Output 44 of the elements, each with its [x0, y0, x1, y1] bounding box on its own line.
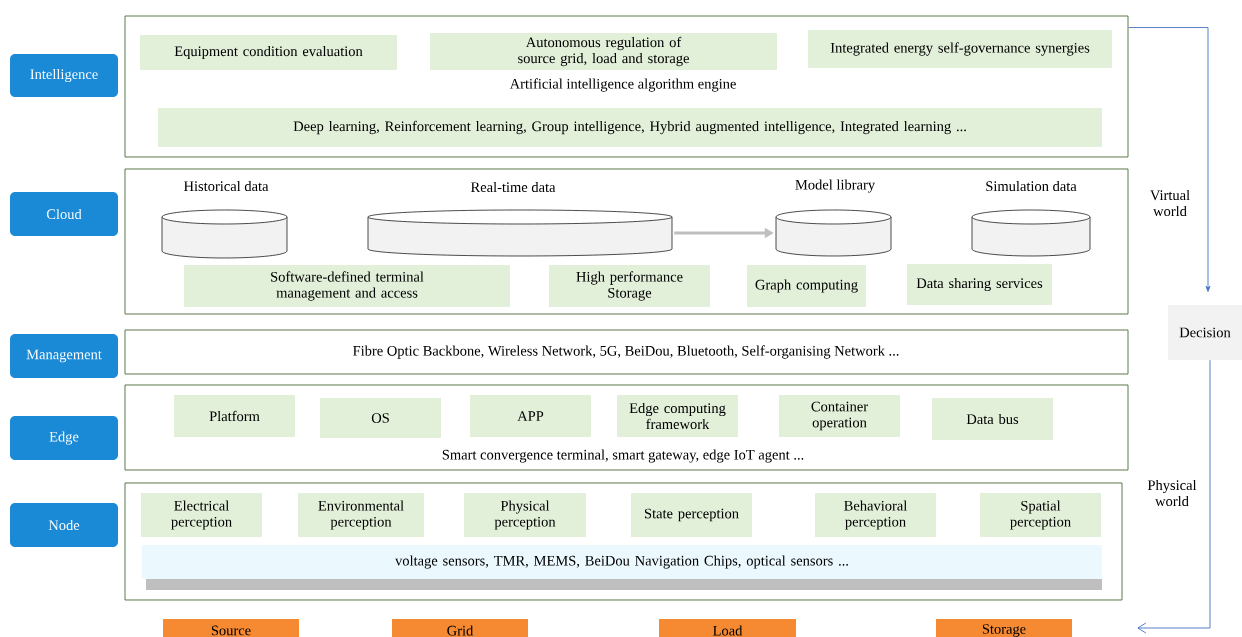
side-label: Virtual world	[1150, 189, 1190, 217]
node-label: Historical data	[183, 180, 269, 192]
database-cylinder: Simulation data	[971, 180, 1091, 257]
label-box: OS	[320, 398, 441, 438]
resource-box: Storage	[936, 619, 1072, 637]
resource-box: Grid	[392, 619, 528, 637]
label-box: Container operation	[779, 395, 900, 437]
label-box: Physical perception	[464, 493, 586, 537]
label-box: Platform	[174, 395, 295, 437]
resource-box: Source	[163, 619, 299, 637]
label-box: Software-defined terminal management and access	[184, 265, 510, 307]
arrow	[1137, 359, 1211, 634]
node-label: Real-time data	[470, 181, 556, 193]
layer-button: Management	[10, 334, 118, 378]
label-box: APP	[470, 395, 591, 437]
layer-button: Cloud	[10, 192, 118, 236]
layer-button: Intelligence	[10, 54, 118, 97]
node-label: Model library	[795, 179, 876, 193]
label-box: Environmental perception	[298, 493, 424, 537]
layer-button: Edge	[10, 416, 118, 460]
sensor-bar: voltage sensors, TMR, MEMS, BeiDou Navigation Chips, optical sensors ...	[142, 545, 1102, 590]
label-box: Autonomous regulation of source grid, load and storage	[430, 33, 777, 70]
label-box: Electrical perception	[141, 493, 262, 537]
side-label: Physical world	[1147, 479, 1197, 507]
database-cylinder: Historical data	[161, 180, 288, 259]
label-box: High performance Storage	[549, 265, 710, 307]
label-box: Data bus	[932, 398, 1053, 440]
resource-box: Load	[659, 619, 796, 637]
label-box: State perception	[631, 493, 752, 537]
arrow	[1128, 27, 1211, 292]
label-box: Behavioral perception	[815, 493, 936, 537]
label-box: Equipment condition evaluation	[140, 35, 397, 70]
label-box: Spatial perception	[980, 493, 1101, 537]
label-box: Edge computing framework	[617, 395, 738, 437]
label-box: Data sharing services	[907, 264, 1052, 305]
label-box: Graph computing	[747, 265, 866, 307]
node-label: Simulation data	[986, 180, 1077, 192]
database-cylinder: Model library	[775, 179, 892, 257]
label-box: Integrated energy self-governance synergies	[808, 30, 1112, 68]
layer-panel: Fibre Optic Backbone, Wireless Network, 5G, BeiDou, Bluetooth, Self-organising Network ...	[124, 329, 1129, 375]
label-box: Deep learning, Reinforcement learning, Group intelligence, Hybrid augmented intelligence, Integrated learning ...	[158, 108, 1102, 147]
database-cylinder: Real-time data	[367, 181, 673, 257]
decision-box: Decision	[1168, 305, 1242, 360]
layer-button: Node	[10, 503, 118, 547]
